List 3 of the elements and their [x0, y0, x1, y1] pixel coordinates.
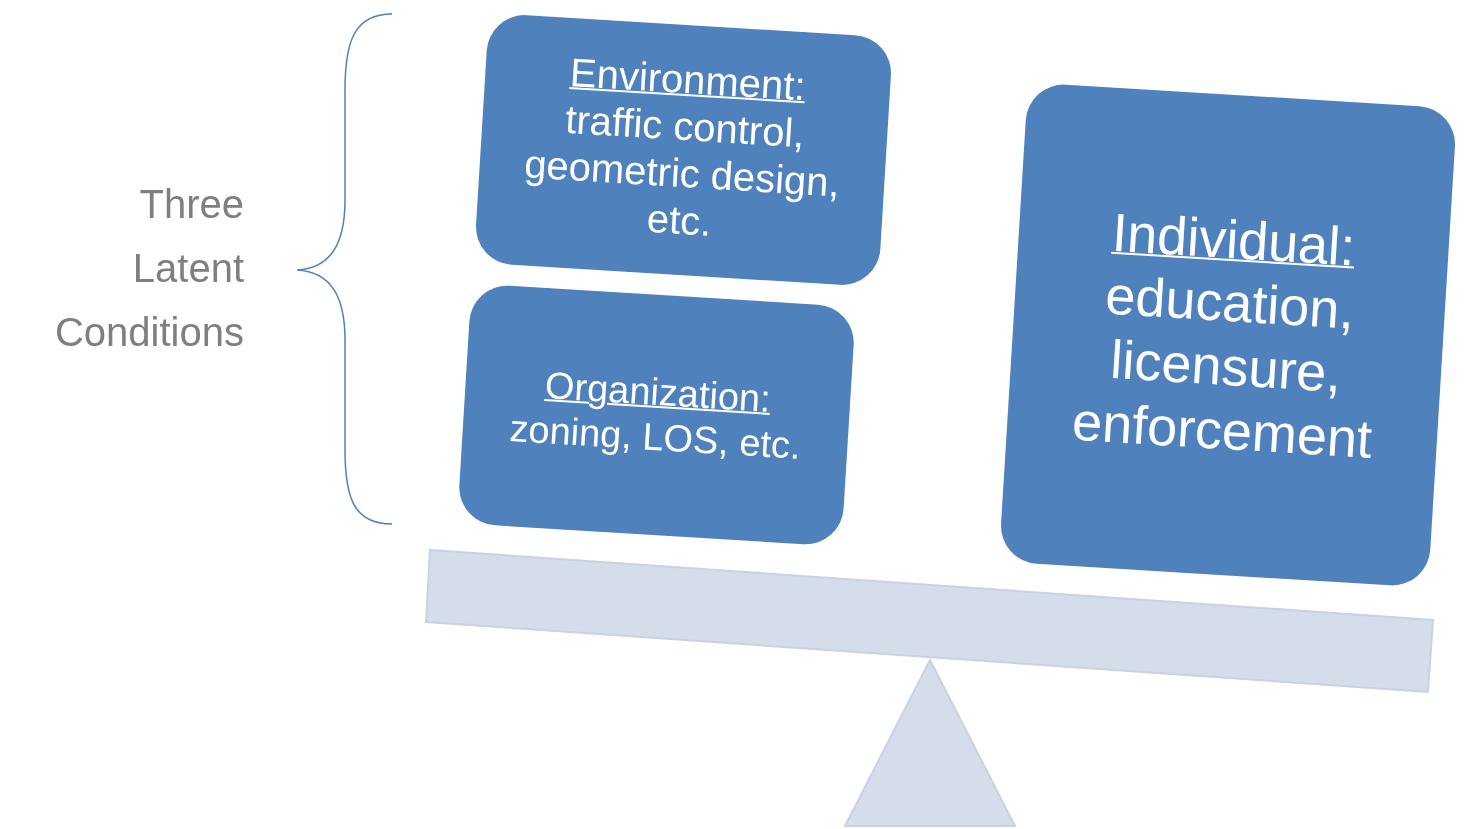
box-heading: Individual:	[1110, 200, 1358, 277]
side-label: Three Latent Conditions	[54, 181, 244, 356]
box-heading: Environment:	[568, 48, 807, 108]
